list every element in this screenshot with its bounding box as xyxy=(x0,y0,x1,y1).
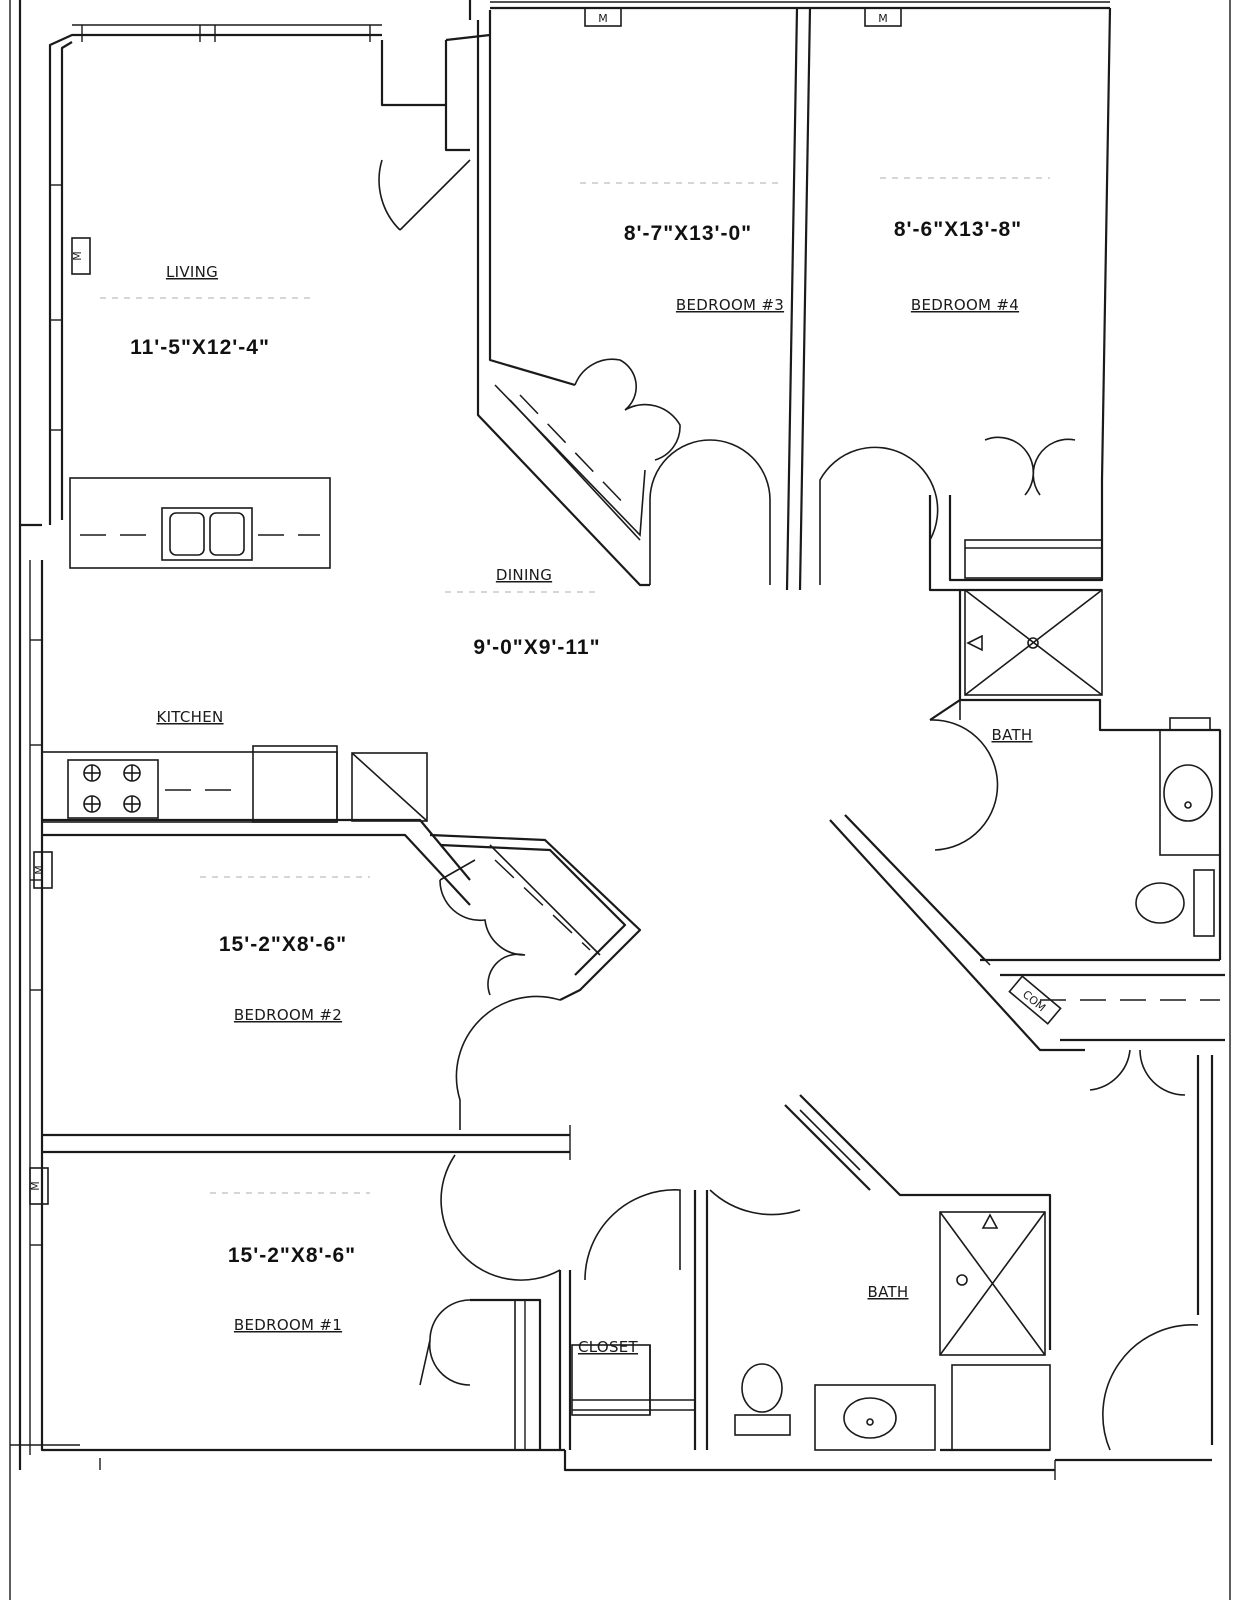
door-swings xyxy=(378,159,1199,1451)
mechanical-tag-bedroom2: M xyxy=(33,851,53,889)
mechanical-tag-top-right: M xyxy=(864,7,902,27)
room-size-bedroom-3: 8'-7"X13'-0" xyxy=(624,222,752,245)
room-name-bedroom-2: BEDROOM #2 xyxy=(234,1006,342,1024)
room-bath-lower: BATH xyxy=(867,1283,908,1301)
room-name-bedroom-4: BEDROOM #4 xyxy=(911,296,1019,314)
room-kitchen: KITCHEN xyxy=(156,708,223,726)
room-size-dining: 9'-0"X9'-11" xyxy=(473,636,600,659)
room-closet: CLOSET xyxy=(578,1338,639,1356)
room-size-bedroom-2: 15'-2"X8'-6" xyxy=(219,933,347,956)
room-name-dining: DINING xyxy=(496,566,552,584)
room-bedroom-2: 15'-2"X8'-6" BEDROOM #2 xyxy=(219,933,347,1024)
svg-text:M: M xyxy=(878,12,888,25)
room-name-kitchen: KITCHEN xyxy=(156,708,223,726)
bathroom-fixtures xyxy=(734,589,1221,1451)
room-size-bedroom-1: 15'-2"X8'-6" xyxy=(228,1244,356,1267)
room-bedroom-1: 15'-2"X8'-6" BEDROOM #1 xyxy=(228,1244,356,1334)
room-bath-upper: BATH xyxy=(991,726,1032,744)
room-name-bath-upper: BATH xyxy=(991,726,1032,744)
mechanical-tag-bedroom1: M xyxy=(29,1167,49,1205)
page-edge-lines xyxy=(9,0,1231,1600)
svg-text:M: M xyxy=(29,1181,42,1191)
room-name-bedroom-1: BEDROOM #1 xyxy=(234,1316,342,1334)
mechanical-tag-living: M xyxy=(71,237,91,275)
room-bedroom-4: 8'-6"X13'-8" BEDROOM #4 xyxy=(894,218,1022,314)
svg-text:M: M xyxy=(598,12,608,25)
closet-shelving xyxy=(489,384,1220,1450)
svg-text:M: M xyxy=(33,865,46,875)
room-name-bath-lower: BATH xyxy=(867,1283,908,1301)
svg-text:M: M xyxy=(71,251,84,261)
room-size-living: 11'-5"X12'-4" xyxy=(130,336,270,359)
svg-text:COM: COM xyxy=(1020,988,1048,1015)
room-name-closet: CLOSET xyxy=(578,1338,639,1356)
exterior-walls xyxy=(18,0,1214,1480)
room-name-living: LIVING xyxy=(166,263,218,281)
mechanical-tag-top-left: M xyxy=(584,7,622,27)
room-size-bedroom-4: 8'-6"X13'-8" xyxy=(894,218,1022,241)
room-living: LIVING 11'-5"X12'-4" xyxy=(130,263,270,359)
room-name-bedroom-3: BEDROOM #3 xyxy=(676,296,784,314)
room-dining: DINING 9'-0"X9'-11" xyxy=(473,566,600,659)
kitchen-counters xyxy=(41,477,428,823)
room-bedroom-3: 8'-7"X13'-0" BEDROOM #3 xyxy=(624,222,784,314)
soffit-lines xyxy=(100,177,1050,1194)
